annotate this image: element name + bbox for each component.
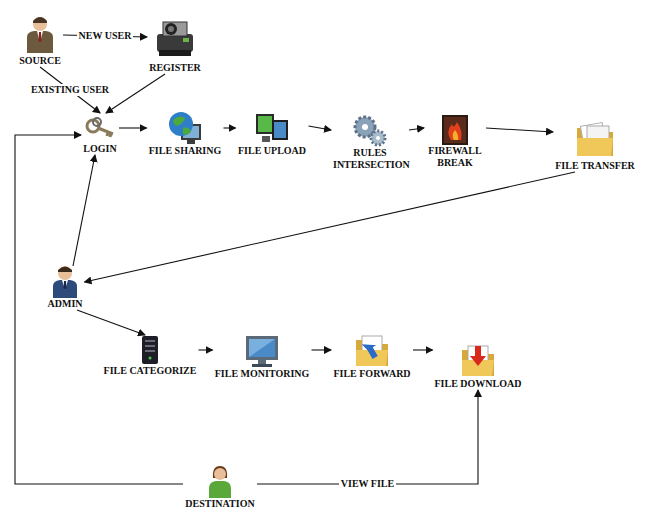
icon-node: REGISTER [147, 18, 203, 74]
node-label: FILE UPLOAD [236, 145, 309, 157]
monitor-icon [256, 114, 288, 142]
flow-arrow [119, 127, 147, 128]
icon-node: RULES INTERSECTION [331, 113, 409, 171]
admin-icon [53, 266, 77, 298]
icon-node: FIREWALL BREAK [424, 115, 486, 169]
node-label: FILE MONITORING [213, 368, 312, 380]
flow-arrow [15, 135, 183, 484]
icon-node: SOURCE [17, 15, 63, 67]
flow-arrow [312, 349, 332, 350]
edge-label: EXISTING USER [29, 84, 111, 96]
user-icon [209, 466, 231, 498]
firewall-icon [442, 115, 468, 145]
flow-arrow [413, 349, 433, 350]
icon-node: FILE FORWARD [331, 332, 413, 380]
monitor-icon [246, 336, 278, 367]
node-label: FILE DOWNLOAD [433, 378, 524, 390]
register-icon [157, 22, 193, 56]
node-label: FILE SHARING [147, 145, 224, 157]
node-label: LOGIN [81, 143, 119, 155]
flow-arrow [224, 127, 236, 128]
icon-node: ADMIN [46, 266, 85, 310]
icon-node: FILE UPLOAD [236, 111, 309, 157]
icon-node: DESTINATION [183, 470, 257, 510]
node-label: REGISTER [147, 62, 203, 74]
flow-arrow [486, 128, 553, 132]
node-label: FILE CATEGORIZE [102, 365, 199, 377]
node-label: RULES INTERSECTION [333, 147, 407, 171]
flow-arrow [309, 126, 332, 130]
flow-arrow [77, 310, 145, 335]
node-label: FILE TRANSFER [553, 160, 637, 172]
node-label: FIREWALL BREAK [426, 145, 484, 169]
flow-arrow [106, 74, 165, 113]
folder-icon [577, 123, 613, 156]
icon-node: FILE SHARING [147, 111, 224, 157]
node-label: SOURCE [17, 55, 63, 67]
gears-icon [355, 117, 385, 145]
flow-arrow [85, 172, 576, 282]
flow-arrow [409, 128, 424, 130]
flow-arrow [199, 349, 213, 350]
icon-node: FILE CATEGORIZE [102, 335, 199, 377]
key-icon [87, 118, 113, 137]
user-icon [27, 17, 53, 53]
icon-node: LOGIN [81, 113, 119, 155]
folder-icon [356, 336, 388, 366]
edge-label: VIEW FILE [339, 478, 396, 490]
flow-arrow [73, 155, 95, 266]
edge-label: NEW USER [77, 30, 134, 42]
folder-icon [462, 346, 494, 376]
flow-arrow [257, 390, 478, 484]
node-label: ADMIN [46, 298, 85, 310]
icon-node: FILE TRANSFER [553, 120, 637, 172]
server-icon [142, 336, 158, 364]
node-label: FILE FORWARD [331, 368, 413, 380]
icon-node: FILE DOWNLOAD [433, 342, 524, 390]
node-label: DESTINATION [183, 498, 257, 510]
icon-node: FILE MONITORING [213, 332, 312, 380]
globe-icon [169, 112, 201, 144]
